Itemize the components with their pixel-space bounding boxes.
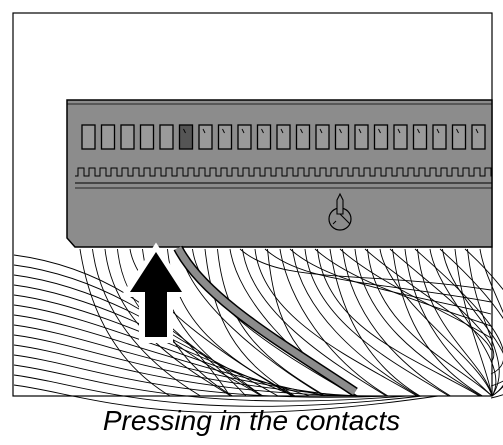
- locking-lever-icon: [328, 192, 352, 231]
- contact-chamber: [373, 124, 389, 150]
- contact-chamber: [412, 124, 428, 150]
- contact-chamber: [451, 124, 467, 150]
- contact-chamber: [139, 124, 155, 150]
- contact-chamber: [471, 124, 486, 150]
- contact-chamber: [432, 124, 447, 150]
- contact-chamber: [315, 124, 330, 150]
- arrow-up-icon: [120, 242, 192, 343]
- contact-chamber: [393, 124, 408, 150]
- contact-chamber: [334, 124, 350, 150]
- contact-chamber: [276, 124, 291, 150]
- contact-chamber: [100, 124, 116, 150]
- contact-chamber: [178, 124, 194, 150]
- contact-chamber: [120, 124, 135, 150]
- connector-housing: [66, 99, 493, 248]
- contact-chamber: [295, 124, 311, 150]
- contact-chambers: [81, 124, 486, 150]
- contact-chamber: [256, 124, 272, 150]
- contact-comb-row: [75, 167, 492, 189]
- contact-chamber: [217, 124, 233, 150]
- contact-chamber: [237, 124, 252, 150]
- contact-chamber: [81, 124, 96, 150]
- inserted-wire: [173, 245, 358, 397]
- figure-caption: Pressing in the contacts: [102, 405, 401, 436]
- contact-chamber: [354, 124, 369, 150]
- contact-chamber: [198, 124, 213, 150]
- contact-chamber: [159, 124, 174, 150]
